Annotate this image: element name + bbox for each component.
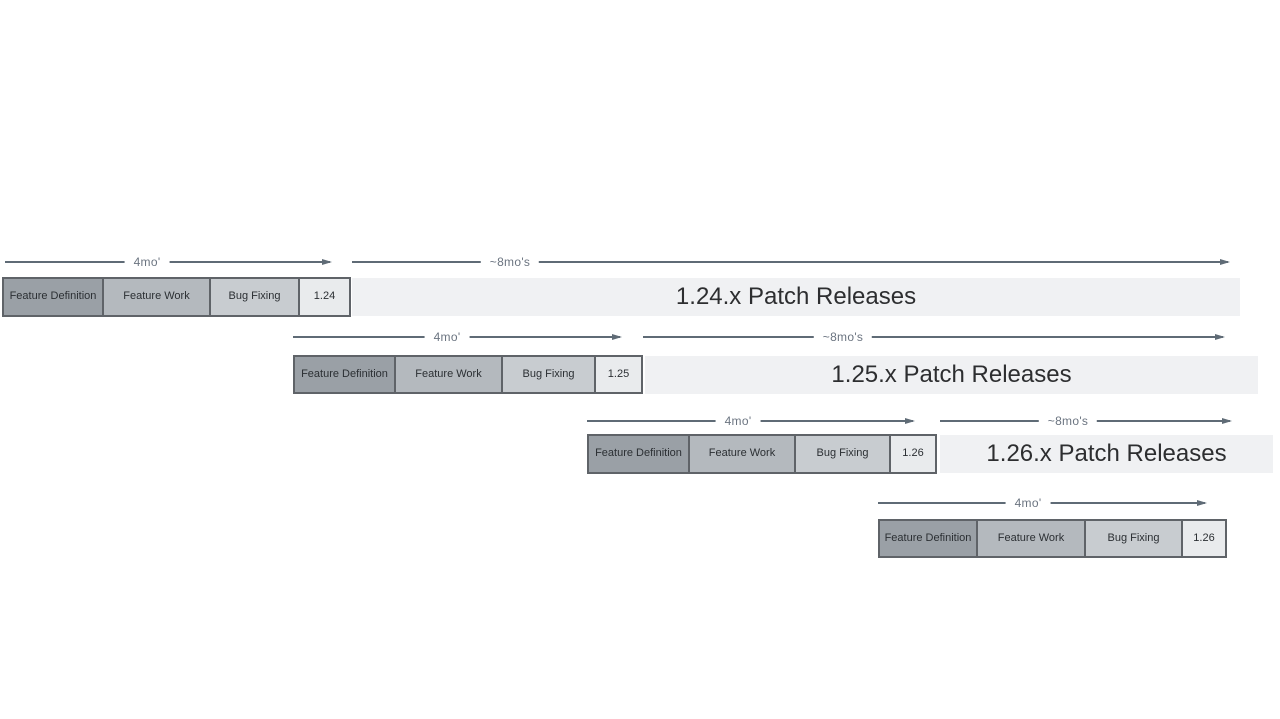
phase-label: Feature Work <box>997 531 1065 544</box>
phase-label: Bug Fixing <box>1107 531 1160 544</box>
phase-label: Feature Work <box>415 367 482 380</box>
patch-releases-bar: 1.26.x Patch Releases <box>940 435 1273 473</box>
phase-feature-definition: Feature Definition <box>589 436 688 472</box>
phase-label: Bug Fixing <box>522 367 575 380</box>
release-phase-track: Feature Definition Feature Work Bug Fixi… <box>293 355 643 394</box>
phase-label: Bug Fixing <box>228 290 281 303</box>
duration-label-8mo: ~8mo's <box>813 329 873 344</box>
patch-releases-bar: 1.25.x Patch Releases <box>645 356 1258 394</box>
phase-feature-definition: Feature Definition <box>295 357 394 392</box>
patch-releases-bar: 1.24.x Patch Releases <box>352 278 1240 316</box>
duration-label-4mo: 4mo' <box>1005 495 1051 510</box>
arrow-right-icon <box>1222 417 1232 424</box>
arrow-right-icon <box>612 333 622 340</box>
phase-label: Feature Definition <box>884 531 972 544</box>
phase-feature-work: Feature Work <box>394 357 501 392</box>
timeline-arrow-8mo: ~8mo's <box>940 413 1232 428</box>
duration-label-8mo: ~8mo's <box>480 254 540 269</box>
phase-label: Feature Work <box>708 447 776 460</box>
timeline-arrow-8mo: ~8mo's <box>352 254 1230 269</box>
duration-label-8mo: ~8mo's <box>1038 413 1098 428</box>
release-phase-track: Feature Definition Feature Work Bug Fixi… <box>587 434 937 474</box>
phase-bug-fixing: Bug Fixing <box>501 357 594 392</box>
version-box: 1.25 <box>594 357 641 392</box>
phase-feature-work: Feature Work <box>688 436 794 472</box>
phase-feature-work: Feature Work <box>102 279 209 315</box>
duration-label-4mo: 4mo' <box>124 254 170 269</box>
release-phase-track: Feature Definition Feature Work Bug Fixi… <box>878 519 1227 558</box>
version-box: 1.24 <box>298 279 349 315</box>
timeline-arrow-8mo: ~8mo's <box>643 329 1225 344</box>
phase-label: Feature Definition <box>595 447 682 460</box>
phase-bug-fixing: Bug Fixing <box>1084 521 1181 556</box>
arrow-right-icon <box>905 417 915 424</box>
timeline-arrow-4mo: 4mo' <box>587 413 915 428</box>
phase-label: Feature Work <box>123 290 190 303</box>
duration-label-4mo: 4mo' <box>424 329 470 344</box>
arrow-right-icon <box>1215 333 1225 340</box>
phase-feature-definition: Feature Definition <box>4 279 102 315</box>
phase-bug-fixing: Bug Fixing <box>209 279 298 315</box>
arrow-right-icon <box>322 258 332 265</box>
phase-label: Feature Definition <box>301 367 388 380</box>
arrow-right-icon <box>1197 499 1207 506</box>
phase-label: Feature Definition <box>9 290 97 303</box>
phase-label: Bug Fixing <box>816 447 869 460</box>
phase-bug-fixing: Bug Fixing <box>794 436 889 472</box>
timeline-arrow-4mo: 4mo' <box>293 329 622 344</box>
version-box: 1.26 <box>889 436 935 472</box>
phase-feature-work: Feature Work <box>976 521 1084 556</box>
duration-label-4mo: 4mo' <box>715 413 761 428</box>
phase-feature-definition: Feature Definition <box>880 521 976 556</box>
timeline-arrow-4mo: 4mo' <box>878 495 1207 510</box>
timeline-arrow-4mo: 4mo' <box>5 254 332 269</box>
version-box: 1.26 <box>1181 521 1225 556</box>
release-phase-track: Feature Definition Feature Work Bug Fixi… <box>2 277 351 317</box>
arrow-right-icon <box>1220 258 1230 265</box>
